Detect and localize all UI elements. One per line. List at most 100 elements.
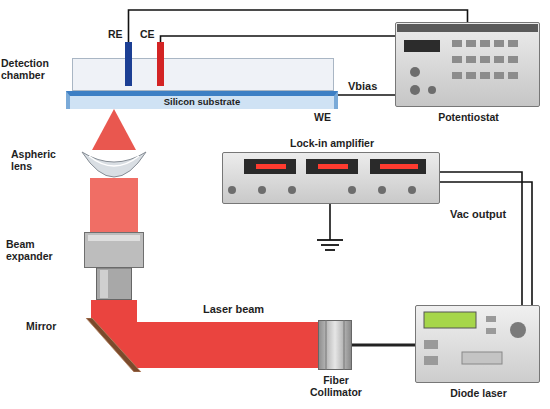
focused-beam: [92, 109, 136, 150]
mirror: Mirror: [80, 318, 148, 372]
edge-label: Vac output: [450, 208, 506, 220]
optical-fiber: [352, 344, 415, 347]
panel-button: [466, 72, 476, 79]
panel-button: [452, 72, 462, 79]
panel-knob: [228, 186, 236, 194]
panel-knob: [408, 186, 416, 194]
node-label: Potentiostat: [396, 111, 541, 123]
ground-symbol: [325, 249, 335, 251]
panel-button: [494, 56, 504, 63]
laser-display: [424, 312, 476, 328]
node-label: Aspheric lens: [11, 148, 73, 172]
signal-wire: [440, 172, 532, 305]
panel-button: [494, 72, 504, 79]
collimator-ring: [344, 320, 345, 370]
collimator-ring: [326, 320, 327, 370]
panel-knob: [510, 322, 526, 338]
panel-knob: [428, 86, 436, 94]
display-digits: [380, 164, 418, 169]
panel-button: [480, 56, 490, 63]
lockin-amplifier-box: Lock-in amplifier: [222, 152, 440, 204]
panel-strip: [397, 24, 538, 32]
panel-button: [466, 40, 476, 47]
panel-knob: [410, 85, 420, 95]
expander-outline: [84, 232, 144, 300]
display-window: [306, 159, 358, 174]
display-window: [244, 159, 296, 174]
ground-wire: [329, 204, 331, 240]
node-label: Silicon substrate: [70, 96, 334, 108]
panel-display: [404, 40, 440, 52]
panel-button: [494, 40, 504, 47]
signal-wire: [161, 36, 396, 42]
beam-turn: [91, 318, 148, 368]
panel-slot: [462, 352, 502, 364]
panel-button: [424, 340, 438, 349]
signal-wire: [129, 10, 468, 42]
panel-button: [480, 40, 490, 47]
expanded-beam: [90, 178, 138, 232]
panel-knob: [410, 67, 420, 77]
node-label: Beam expander: [6, 238, 74, 262]
display-window: [370, 159, 426, 174]
laser-beam: [148, 322, 318, 368]
node-label: RE: [108, 28, 123, 40]
lens-body: [82, 152, 146, 177]
panel-button: [452, 56, 462, 63]
panel-button: [508, 72, 518, 79]
panel-button: [508, 56, 518, 63]
mirror-outline: [80, 318, 148, 372]
mirror-slab: [86, 318, 141, 372]
potentiostat-box: Potentiostat: [395, 22, 540, 107]
expander-highlight: [100, 270, 108, 298]
panel-knob: [378, 186, 386, 194]
ground-symbol: [317, 239, 343, 241]
panel-knob: [288, 186, 296, 194]
node-label: Fiber Collimator: [301, 374, 371, 398]
laser-beam: [148, 345, 318, 346]
panel-button: [452, 40, 462, 47]
edge-label: Laser beam: [203, 303, 264, 315]
panel-button: [486, 328, 496, 334]
panel-button: [486, 316, 496, 322]
panel-knob: [348, 186, 356, 194]
panel-knob: [258, 186, 266, 194]
display-digits: [318, 164, 348, 169]
expanded-beam: [114, 178, 115, 232]
display-digits: [256, 164, 286, 169]
reference-electrode: RE: [125, 42, 132, 86]
detection-chamber: Detection chamberRECE: [72, 58, 334, 91]
panel-button: [424, 356, 438, 365]
expander-tube: [97, 268, 132, 300]
node-label: Mirror: [26, 320, 76, 332]
terminal-label: WE: [314, 111, 331, 123]
lens-highlight: [89, 156, 139, 166]
optical-fiber: [352, 345, 415, 346]
lens-outline: [81, 150, 147, 178]
panel-button: [466, 56, 476, 63]
node-label: Diode laser: [416, 387, 541, 399]
laser-beam: [114, 300, 115, 318]
node-label: Detection chamber: [1, 57, 69, 81]
silicon-substrate: Silicon substrate: [66, 91, 338, 109]
panel-button: [508, 40, 518, 47]
focused-beam: [92, 109, 136, 150]
node-label: Lock-in amplifier: [223, 137, 441, 149]
signal-wire: [338, 94, 395, 96]
diode-laser-box: Diode laser: [415, 305, 540, 383]
node-label: CE: [140, 28, 155, 40]
signal-wire: [129, 10, 468, 42]
signal-wire: [440, 172, 532, 305]
expander-highlight: [88, 235, 140, 241]
edge-label: Vbias: [348, 80, 377, 92]
aspheric-lens: Aspheric lens: [81, 150, 147, 178]
fiber-collimator: Fiber Collimator: [318, 320, 352, 370]
signal-wire: [161, 36, 396, 42]
laser-beam: [91, 300, 137, 318]
beam-expander: Beam expander: [84, 232, 144, 300]
expander-body: [85, 233, 144, 268]
panel-button: [480, 72, 490, 79]
signal-wire: [338, 95, 395, 96]
